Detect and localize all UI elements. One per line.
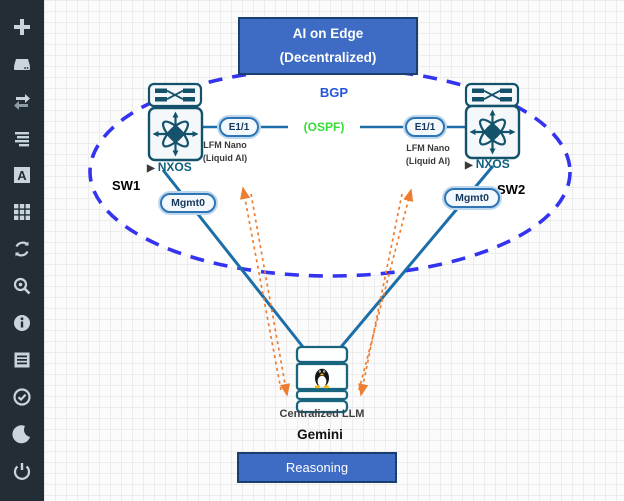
sw1-lfm-line2: (Liquid AI) (202, 153, 248, 164)
title-line1: AI on Edge (292, 26, 364, 42)
dark-mode-icon[interactable] (7, 419, 37, 449)
sw2-play-marker-icon: ▶ (465, 160, 473, 171)
sw1-nxos-label[interactable]: ▶NXOS (147, 160, 192, 174)
sw1-to-llm-arrow[interactable] (250, 193, 291, 397)
central-llm-server-icon[interactable] (295, 345, 349, 414)
sw1-lfm-line1: LFM Nano (203, 140, 247, 150)
gemini-label[interactable]: Gemini (297, 427, 343, 442)
reasoning-label: Reasoning (285, 460, 349, 475)
title-line2: (Decentralized) (279, 50, 377, 65)
sw2-port-e11-pill[interactable]: E1/1 (405, 117, 445, 137)
toolbar-sidebar: A (0, 0, 44, 501)
list-icon[interactable] (7, 345, 37, 375)
reasoning-box[interactable]: Reasoning (237, 452, 397, 483)
grid-icon[interactable] (7, 197, 37, 227)
sw1-l2-switch-icon[interactable] (147, 82, 203, 108)
sw1-os-text: NXOS (157, 160, 192, 174)
storage-icon[interactable] (7, 49, 37, 79)
sw1-mgmt-label: Mgmt0 (171, 197, 205, 209)
align-lines-icon[interactable] (7, 123, 37, 153)
sw2-mgmt0-pill[interactable]: Mgmt0 (444, 188, 500, 208)
sw2-l2-switch-icon[interactable] (464, 82, 520, 108)
sw2-nexus-switch-icon[interactable] (464, 104, 521, 160)
sw2-nxos-label[interactable]: ▶NXOS (465, 157, 510, 171)
zoom-search-icon[interactable] (7, 271, 37, 301)
text-style-icon[interactable]: A (7, 160, 37, 190)
centralized-llm-label[interactable]: Centralized LLM (279, 408, 365, 420)
sw1-nexus-switch-icon[interactable] (147, 106, 204, 162)
sw1-name-label[interactable]: SW1 (112, 178, 141, 193)
sw1-play-marker-icon: ▶ (147, 163, 155, 174)
sw1-port-e11-pill[interactable]: E1/1 (219, 117, 259, 137)
sw2-port-label: E1/1 (414, 121, 436, 133)
diagram-shapes-layer (88, 66, 572, 414)
sw2-os-text: NXOS (475, 157, 510, 171)
sw1-lfm-nano-label[interactable]: LFM Nano (Liquid AI) (190, 139, 260, 165)
svg-text:A: A (17, 168, 27, 183)
sw2-lfm-line1: LFM Nano (406, 143, 450, 153)
title-box[interactable]: AI on Edge (Decentralized) (238, 17, 418, 75)
linux-tux-icon (314, 368, 330, 389)
bgp-label[interactable]: BGP (319, 85, 349, 100)
sw1-port-label: E1/1 (228, 121, 250, 133)
diagram-canvas[interactable]: AI on Edge (Decentralized) BGP (OSPF) E1… (44, 0, 624, 501)
sw2-name-label[interactable]: SW2 (497, 182, 526, 197)
sw1-mgmt0-pill[interactable]: Mgmt0 (160, 193, 216, 213)
sw2-lfm-nano-label[interactable]: LFM Nano (Liquid AI) (393, 142, 463, 168)
llm-to-sw1-arrow[interactable] (240, 186, 282, 391)
refresh-icon[interactable] (7, 234, 37, 264)
sw2-mgmt-label: Mgmt0 (455, 192, 489, 204)
check-circle-icon[interactable] (7, 382, 37, 412)
info-icon[interactable] (7, 308, 37, 338)
sw2-to-llm-arrow[interactable] (358, 193, 403, 397)
add-icon[interactable] (7, 12, 37, 42)
ospf-label[interactable]: (OSPF) (288, 120, 360, 134)
sw2-lfm-line2: (Liquid AI) (405, 156, 451, 167)
llm-to-sw2-arrow[interactable] (358, 188, 414, 391)
swap-arrows-icon[interactable] (7, 86, 37, 116)
power-icon[interactable] (7, 456, 37, 486)
